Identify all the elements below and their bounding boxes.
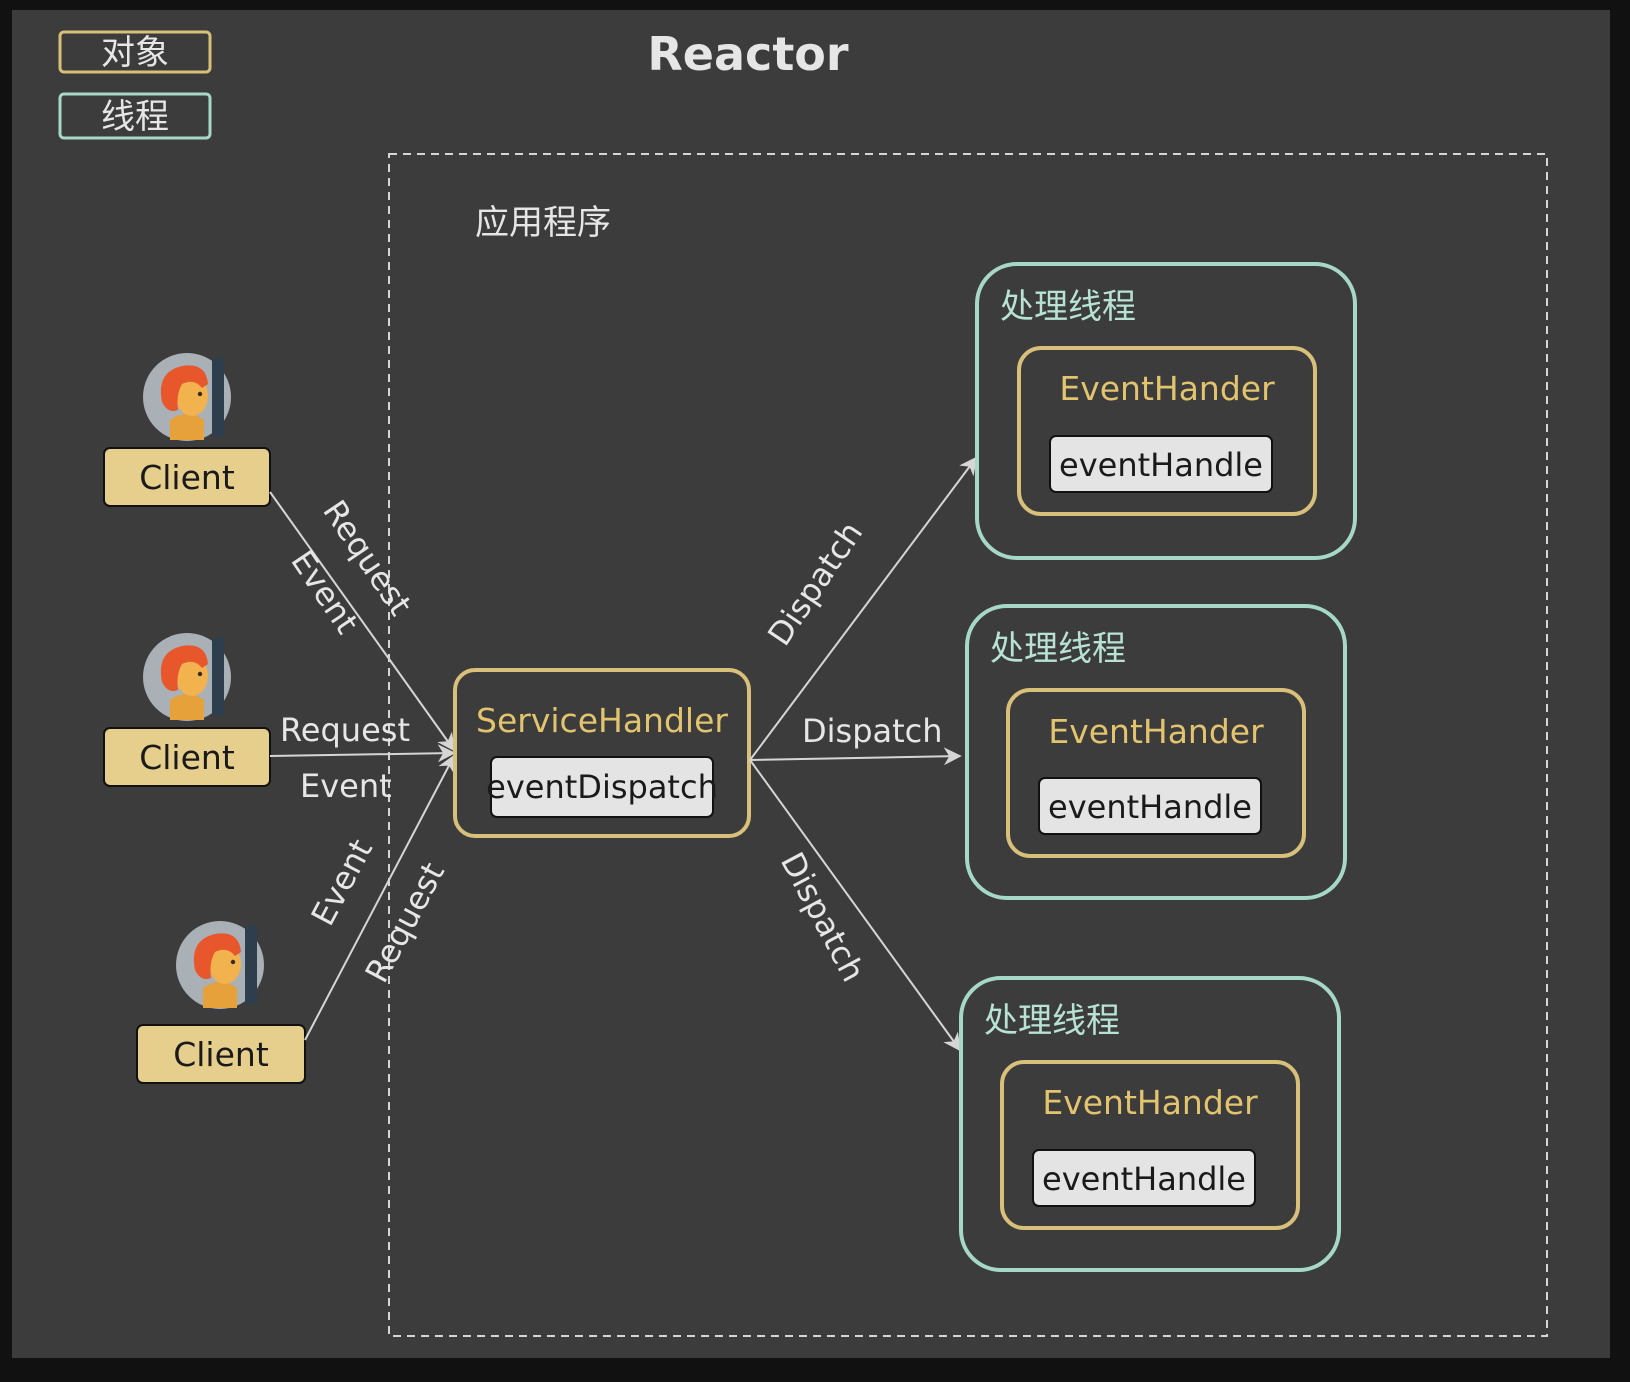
client-label: Client	[173, 1035, 269, 1074]
client-box	[103, 727, 271, 787]
client-box	[103, 447, 271, 507]
worker-thread-2: 处理线程 EventHander eventHandle	[965, 604, 1347, 900]
dispatch-arrow-2	[749, 747, 962, 766]
client-avatar-icon	[176, 921, 264, 1009]
dispatch-arrow-3	[749, 759, 962, 1052]
worker-thread-1: 处理线程 EventHander eventHandle	[975, 262, 1357, 560]
event-handler-title: EventHander	[1059, 369, 1275, 408]
worker-thread-box	[959, 976, 1341, 1272]
client-2-request-label: Request	[280, 711, 410, 749]
application-boundary	[388, 153, 1548, 1337]
legend-object-label: 对象	[101, 33, 169, 73]
worker-thread-label: 处理线程	[1000, 287, 1136, 327]
client-box	[136, 1024, 306, 1084]
service-handler-box	[453, 668, 751, 838]
legend-thread-label: 线程	[101, 97, 169, 137]
event-handler-box	[1017, 346, 1317, 516]
client-3-request-arrow	[304, 754, 455, 1041]
worker-thread-box	[965, 604, 1347, 900]
worker-thread-label: 处理线程	[990, 629, 1126, 669]
legend-object-swatch	[58, 30, 212, 74]
client-2-request-arrow	[269, 744, 456, 763]
legend-thread-swatch	[58, 92, 212, 140]
event-handler-title: EventHander	[1048, 712, 1264, 751]
client-3: Client	[136, 921, 306, 1084]
worker-thread-3: 处理线程 EventHander eventHandle	[959, 976, 1341, 1272]
client-3-request-label: Request	[358, 856, 453, 989]
client-avatar-icon	[143, 353, 231, 441]
event-handle-method-box	[1038, 777, 1262, 835]
diagram-title: Reactor	[647, 27, 849, 81]
event-handle-method-box	[1049, 435, 1273, 493]
dispatch-label-1: Dispatch	[760, 515, 870, 653]
client-avatar-icon	[143, 633, 231, 721]
client-1-request-arrow	[269, 491, 456, 752]
event-dispatch-method-box	[490, 756, 714, 818]
dispatch-label-2: Dispatch	[802, 712, 943, 750]
worker-thread-label: 处理线程	[984, 1001, 1120, 1041]
dispatch-arrow-1	[749, 456, 978, 761]
service-handler: ServiceHandler eventDispatch	[453, 668, 751, 838]
client-1: Client	[103, 353, 271, 507]
worker-thread-box	[975, 262, 1357, 560]
service-handler-title: ServiceHandler	[476, 701, 728, 740]
event-dispatch-method-label: eventDispatch	[486, 768, 718, 806]
client-2-event-label: Event	[300, 767, 392, 805]
event-handler-title: EventHander	[1042, 1083, 1258, 1122]
client-label: Client	[139, 738, 235, 777]
client-2: Client	[103, 633, 271, 787]
event-handle-method-box	[1032, 1149, 1256, 1207]
event-handle-method-label: eventHandle	[1042, 1160, 1246, 1198]
event-handle-method-label: eventHandle	[1059, 446, 1263, 484]
application-boundary-label: 应用程序	[475, 203, 611, 243]
event-handler-box	[1006, 688, 1306, 858]
event-handle-method-label: eventHandle	[1048, 788, 1252, 826]
dispatch-label-3: Dispatch	[773, 846, 873, 988]
legend: 对象 线程	[58, 30, 212, 140]
client-label: Client	[139, 458, 235, 497]
event-handler-box	[1000, 1060, 1300, 1230]
